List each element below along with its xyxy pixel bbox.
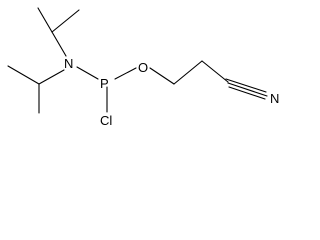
bond-o-to-ch2 — [149, 67, 175, 85]
bond-nitrile-triple-1 — [225, 78, 267, 93]
bond-upper-isopropyl-to-n — [51, 31, 67, 57]
atom-oxygen: O — [138, 60, 148, 75]
bond-nitrile-triple-2 — [227, 82, 268, 97]
bond-n-to-lower-isopropyl — [38, 69, 65, 85]
atom-nitrogen-nitrile: N — [270, 91, 279, 106]
bond-ch2-to-ch2 — [173, 60, 203, 85]
atom-chlorine: Cl — [100, 113, 112, 128]
bond-p-to-o — [114, 67, 137, 80]
bond-n-to-p — [76, 66, 99, 80]
bond-nitrile-triple-3 — [228, 86, 266, 100]
bond-upper-isopropyl-right-methyl — [51, 9, 80, 33]
chemical-structure-diagram: N P O Cl N — [0, 0, 288, 131]
atom-nitrogen-amine: N — [64, 56, 73, 71]
bond-lower-isopropyl-left-methyl — [7, 65, 40, 85]
bond-ch2-to-nitrile-c — [201, 60, 229, 83]
bond-upper-isopropyl-left-methyl — [37, 7, 53, 33]
atom-phosphorus: P — [100, 76, 109, 91]
molecule-drawing: N P O Cl N — [7, 7, 279, 128]
